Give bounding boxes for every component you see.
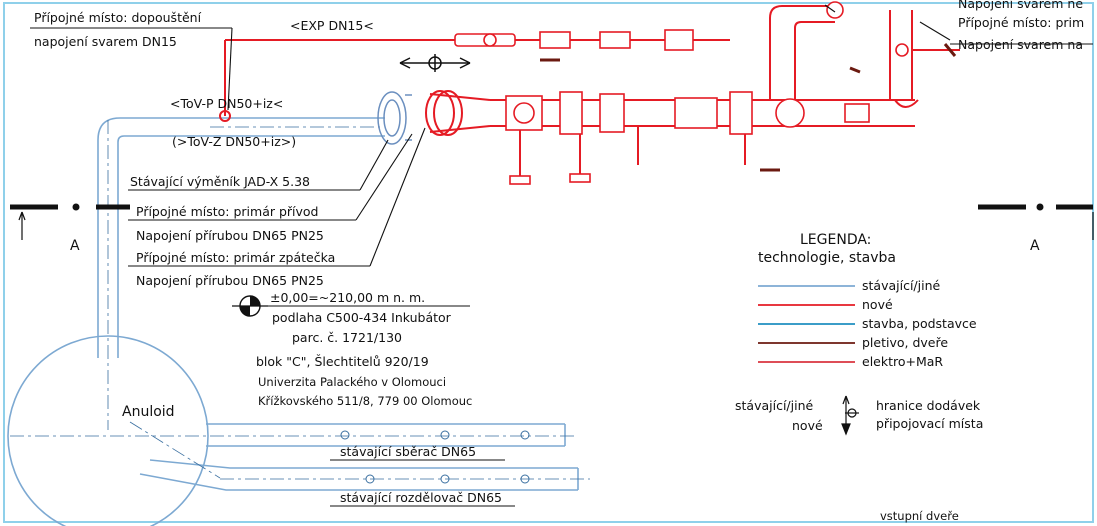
legend-subtitle: technologie, stavba — [758, 250, 896, 266]
label-top-left-2: napojení svarem DN15 — [34, 34, 177, 49]
label-top-right-3: Napojení svarem na — [958, 37, 1083, 52]
legend-symbol-desc-2: připojovací místa — [876, 416, 983, 431]
info-address: Křížkovského 511/8, 779 00 Olomouc — [258, 394, 472, 408]
flow-direction-arrow — [399, 54, 471, 72]
legend-symbol-existing: stávající/jiné — [735, 398, 814, 413]
section-label-right: A — [1030, 238, 1040, 254]
leader-lines — [30, 4, 1093, 507]
connection-point-marker — [219, 110, 231, 122]
label-door: vstupní dveře — [880, 509, 959, 523]
info-block: blok "C", Šlechtitelů 920/19 — [256, 354, 429, 369]
legend-item-fence-door: pletivo, dveře — [862, 335, 948, 350]
legend-symbol-desc-1: hranice dodávek — [876, 398, 981, 413]
centre-lines — [10, 120, 590, 480]
exchanger-flange — [377, 91, 412, 145]
label-exp-pipe: <EXP DN15< — [290, 18, 374, 33]
existing-pipes — [7, 117, 579, 526]
label-anuloid: Anuloid — [122, 404, 175, 420]
legend-item-new: nové — [862, 297, 893, 312]
label-exchanger: Stávající výměník JAD-X 5.38 — [130, 174, 310, 189]
elevation-symbol — [232, 295, 268, 317]
section-mark-right — [978, 203, 1094, 240]
info-floor: podlaha C500-434 Inkubátor — [272, 310, 452, 325]
label-tov-p: <ToV-P DN50+iz< — [170, 96, 283, 111]
label-tov-z: (>ToV-Z DN50+iz>) — [172, 134, 296, 149]
legend: LEGENDA: technologie, stavba stávající/j… — [735, 232, 983, 436]
legend-item-construction: stavba, podstavce — [862, 316, 977, 331]
drawing-frame — [3, 2, 1094, 523]
label-rozdelovac: stávající rozdělovač DN65 — [340, 490, 502, 505]
label-top-right-1: Napojení svarem ne — [958, 0, 1083, 11]
info-university: Univerzita Palackého v Olomouci — [258, 375, 446, 389]
info-parcel: parc. č. 1721/130 — [292, 330, 402, 345]
labels: Přípojné místo: dopouštění napojení svar… — [34, 0, 1084, 523]
existing-valves — [340, 430, 530, 484]
label-top-left-1: Přípojné místo: dopouštění — [34, 10, 202, 25]
label-napojeni-2: Napojení přírubou DN65 PN25 — [136, 273, 324, 288]
legend-item-elektro: elektro+MaR — [862, 354, 943, 369]
legend-item-existing: stávající/jiné — [862, 278, 941, 293]
legend-title: LEGENDA: — [800, 232, 871, 248]
info-elevation: ±0,00=~210,00 m n. m. — [270, 290, 425, 305]
label-sberac: stávající sběrač DN65 — [340, 444, 476, 459]
supply-boundary-icon — [841, 395, 859, 436]
label-napojeni-1: Napojení přírubou DN65 PN25 — [136, 228, 324, 243]
legend-symbol-new: nové — [792, 418, 823, 433]
section-mark-left — [10, 203, 130, 240]
label-primar-privod: Přípojné místo: primár přívod — [136, 204, 319, 219]
section-label-left: A — [70, 238, 80, 254]
valve-handles — [540, 43, 957, 172]
new-fittings — [454, 1, 909, 185]
label-primar-zpatecka: Přípojné místo: primár zpátečka — [136, 250, 335, 265]
label-top-right-2: Přípojné místo: prim — [958, 15, 1084, 30]
